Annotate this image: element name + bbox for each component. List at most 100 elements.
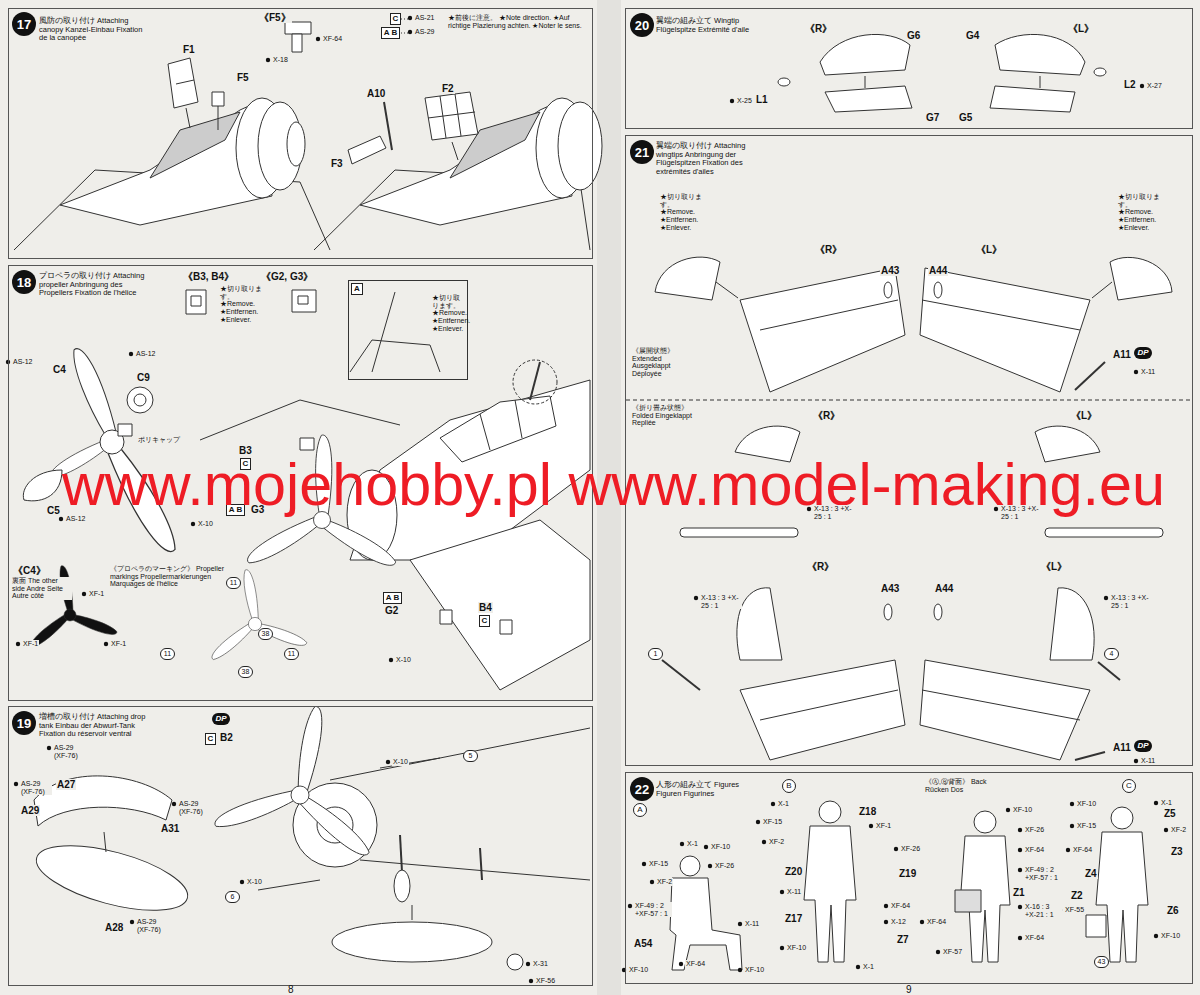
figure-illustration <box>680 856 700 876</box>
paint-dot <box>694 596 698 600</box>
figure-letter: B <box>782 779 796 793</box>
paint-dot <box>1154 801 1158 805</box>
wing-illustration <box>1075 362 1105 390</box>
wingtip-illustration <box>990 86 1075 112</box>
paint-dot <box>738 922 742 926</box>
propeller-illustration <box>300 438 314 450</box>
instruction-note: ★前後に注意。 ★Note direction. ★Auf richtige P… <box>448 14 588 29</box>
part-number: A11 <box>1112 349 1132 360</box>
canopy-illustration <box>558 102 602 190</box>
propeller-illustration <box>324 511 397 578</box>
node-text: 22 <box>635 783 649 796</box>
paint-code: XF-1 <box>88 590 105 598</box>
canopy-illustration <box>212 92 224 106</box>
paint-code: AS-12 <box>12 358 33 366</box>
propeller-illustration <box>26 614 72 648</box>
step-heading: 翼端の組み立て Wingtip Flügelspitze Extrémité d… <box>656 17 751 34</box>
part-number: F2 <box>441 83 455 94</box>
decal-number: 4 <box>1104 648 1119 660</box>
paint-code: X-31 <box>532 960 549 968</box>
node-text: C <box>482 617 488 625</box>
figure-illustration <box>974 811 996 833</box>
node-text: 17 <box>17 18 31 31</box>
step-panel: 人形の組み立て Figures Figuren Figurines22ABC <box>625 772 1193 984</box>
part-number: 《R》 <box>806 561 835 572</box>
paint-code: X-13 : 3 +X-25 : 1 <box>1110 594 1152 609</box>
propeller-illustration <box>515 400 522 438</box>
paint-dot <box>1134 759 1138 763</box>
paint-dot <box>1104 596 1108 600</box>
wing-illustration <box>934 604 942 620</box>
paint-dot <box>1164 828 1168 832</box>
step-number: 19 <box>12 711 36 735</box>
paint-dot <box>1006 808 1010 812</box>
propeller-illustration <box>23 290 590 690</box>
propeller-illustration <box>186 290 206 314</box>
propeller-illustration <box>72 608 118 642</box>
propeller-illustration <box>513 360 557 404</box>
paint-code: XF-2 <box>1170 826 1187 834</box>
paint-dot <box>104 642 108 646</box>
paint-dot <box>172 802 176 806</box>
part-number: A10 <box>366 88 386 99</box>
paint-code: XF-64 <box>322 35 343 43</box>
decal-number: 1 <box>648 648 663 660</box>
drop-tank-illustration <box>400 835 402 872</box>
part-number: G6 <box>906 30 921 41</box>
paint-code: X-10 <box>392 758 409 766</box>
paint-code: XF-26 <box>714 862 735 870</box>
paint-dot <box>1018 905 1022 909</box>
propeller-illustration <box>72 344 116 438</box>
propeller-illustration <box>26 566 118 649</box>
figure-illustration <box>819 801 841 823</box>
propeller-illustration <box>410 520 590 690</box>
step-number: 20 <box>630 13 654 37</box>
figure-illustration <box>670 878 742 970</box>
figure-illustration <box>1086 915 1106 937</box>
part-number: 《L》 <box>975 244 1003 255</box>
part-number: A43 <box>880 265 900 276</box>
wing-illustration <box>760 690 898 720</box>
wing-illustration <box>740 268 905 392</box>
paint-code: XF-26 <box>1024 826 1045 834</box>
part-number: 《F5》 <box>258 12 292 23</box>
step-panel: プロペラの取り付け Attaching propeller Anbringung… <box>8 265 593 701</box>
paint-dot <box>1018 936 1022 940</box>
paint-dot <box>920 920 924 924</box>
instruction-note: ★切り取ります。 ★Remove. ★Entfernen. ★Enlever. <box>432 294 466 332</box>
paint-dot <box>59 517 63 521</box>
canopy-illustration <box>440 96 446 138</box>
part-number: Z5 <box>1163 808 1177 819</box>
step-heading: 翼端の取り付け Attaching wingtips Anbringung de… <box>656 142 771 177</box>
paint-code: XF-57 <box>942 948 963 956</box>
paint-code: AS-12 <box>65 515 86 523</box>
paint-dot <box>389 658 393 662</box>
drop-tank-illustration <box>30 833 194 924</box>
paint-dot <box>869 824 873 828</box>
paint-dot <box>708 864 712 868</box>
canopy-illustration <box>292 34 302 52</box>
paint-code: X-12 <box>890 918 907 926</box>
runner-letter: C <box>240 458 251 470</box>
paint-code: X-10 <box>395 656 412 664</box>
paint-dot <box>738 968 742 972</box>
step-heading: 人形の組み立て Figures Figuren Figurines <box>656 781 746 798</box>
paint-code: XF-64 <box>890 902 911 910</box>
paint-dot <box>386 760 390 764</box>
paint-code: X-11 <box>744 920 760 928</box>
figure-letter: C <box>1122 779 1136 793</box>
wing-illustration <box>934 282 942 298</box>
part-number: 《R》 <box>804 23 833 34</box>
paint-dot <box>529 979 533 983</box>
propeller-illustration <box>248 617 261 630</box>
part-number: A44 <box>928 265 948 276</box>
paint-code: X-13 : 3 +X-25 : 1 <box>813 505 855 520</box>
paint-code: XF-10 <box>1160 932 1181 940</box>
paint-code: X-10 <box>246 878 263 886</box>
runner-letter: C <box>390 13 401 25</box>
wing-illustration <box>920 268 1090 392</box>
paint-dot <box>316 37 320 41</box>
paint-dot <box>47 746 51 750</box>
